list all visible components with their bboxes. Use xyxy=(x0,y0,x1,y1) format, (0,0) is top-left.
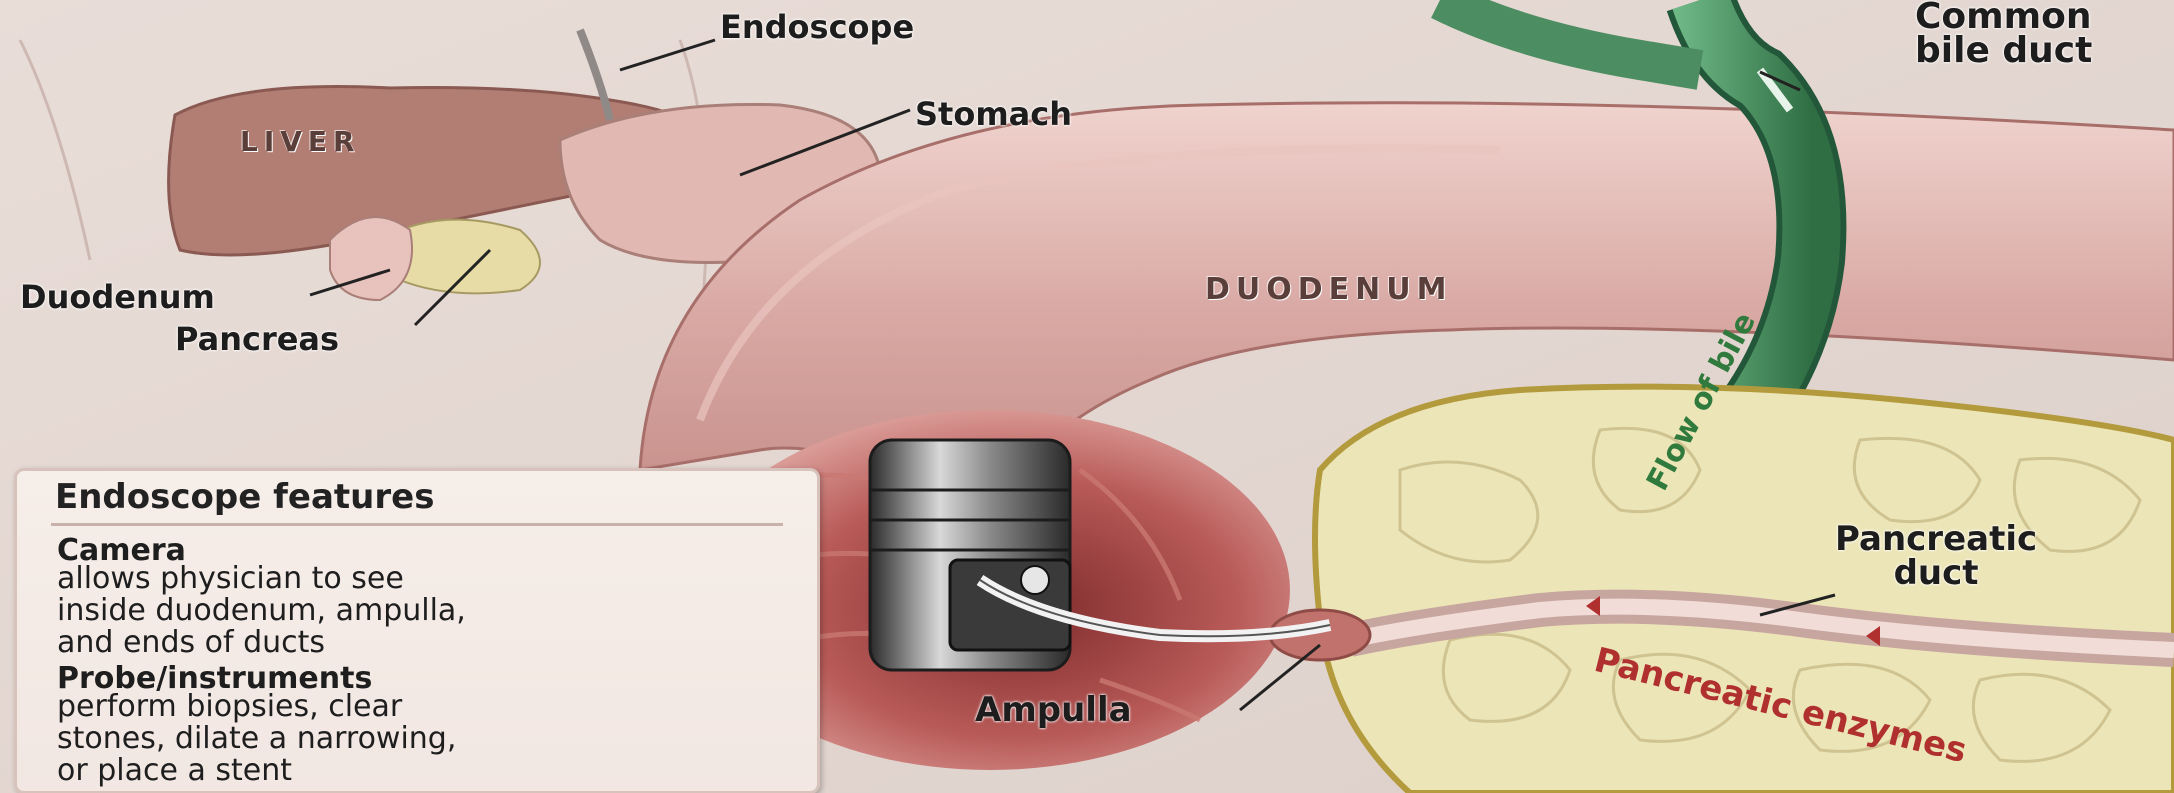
label-endoscope: Endoscope xyxy=(720,8,914,46)
label-common-bile-duct-line2: bile duct xyxy=(1915,34,2092,68)
camera-description: allows physician to see inside duodenum,… xyxy=(57,563,797,659)
features-title: Endoscope features xyxy=(55,477,434,517)
label-ampulla: Ampulla xyxy=(975,690,1132,730)
label-duodenum-large: DUODENUM xyxy=(1205,272,1452,307)
endoscope-features-box: Endoscope features Camera allows physici… xyxy=(14,468,820,793)
label-common-bile-duct-line1: Common xyxy=(1915,0,2092,34)
label-duodenum-small: Duodenum xyxy=(20,278,215,316)
label-pancreas: Pancreas xyxy=(175,320,339,358)
features-divider xyxy=(51,523,783,526)
label-liver: LIVER xyxy=(240,125,361,158)
label-stomach: Stomach xyxy=(915,95,1072,133)
label-pancreatic-duct-line2: duct xyxy=(1835,556,2037,590)
label-common-bile-duct: Common bile duct xyxy=(1915,0,2092,68)
label-pancreatic-duct: Pancreatic duct xyxy=(1835,522,2037,590)
label-pancreatic-duct-line1: Pancreatic xyxy=(1835,522,2037,556)
probe-description: perform biopsies, clear stones, dilate a… xyxy=(57,691,797,787)
